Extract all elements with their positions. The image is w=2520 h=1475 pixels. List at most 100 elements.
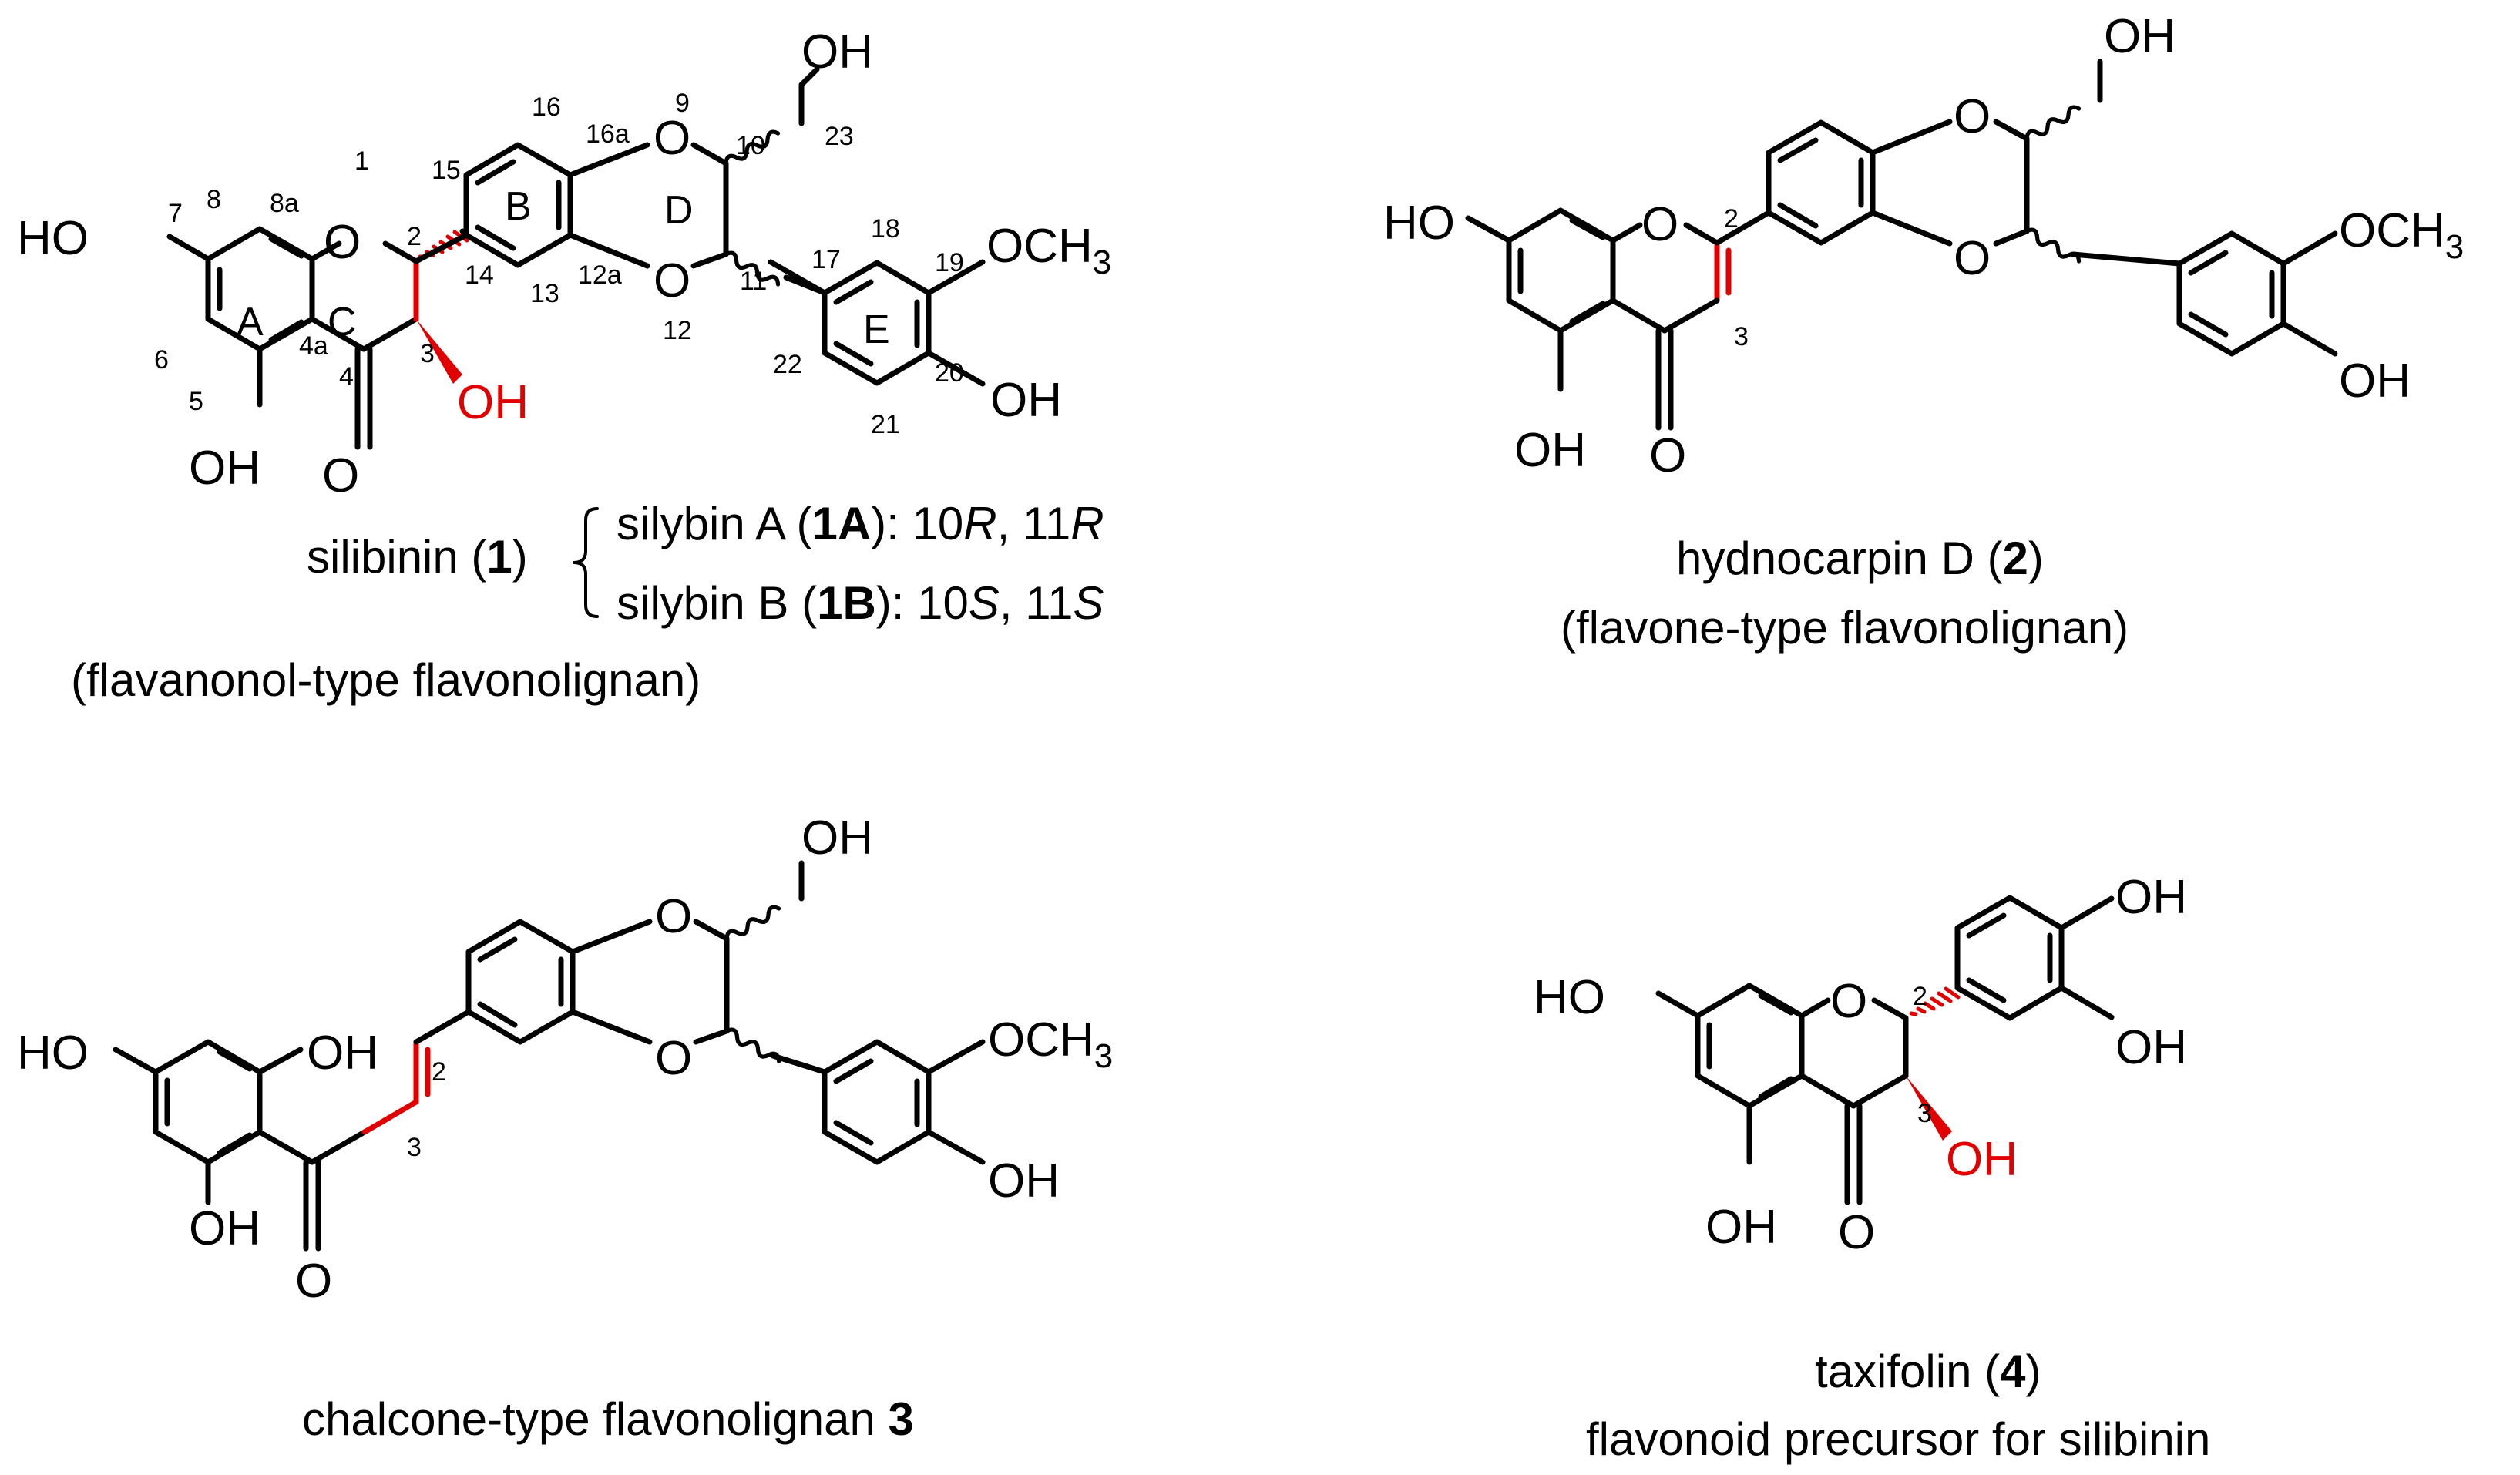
ring-b-bonds xyxy=(1954,895,2115,1021)
ring-e-bonds xyxy=(770,1039,986,1165)
compound-3-name: chalcone-type flavonolignan 3 xyxy=(302,1393,914,1445)
isomer-1b: silybin B (1B): 10S, 11S xyxy=(617,577,1104,629)
ring-label-e: E xyxy=(863,307,890,352)
atom-oh-3: OH xyxy=(457,376,529,429)
atom-och3: OCH3 xyxy=(988,1013,1113,1075)
atom-oh-5: OH xyxy=(1705,1201,1777,1254)
atom-ho-7: HO xyxy=(1383,197,1455,250)
atom-o-a: O xyxy=(1954,90,1991,143)
svg-text:16: 16 xyxy=(532,92,561,122)
atom-o-carbonyl: O xyxy=(295,1255,332,1308)
ring-c-bonds xyxy=(1799,997,1909,1205)
atom-o-b: O xyxy=(1954,232,1991,285)
compound-1-silibinin: HO O O O OH OCH3 OH OH O OH 1 2 3 4 4a 5… xyxy=(17,25,1111,706)
svg-text:17: 17 xyxy=(811,245,841,274)
compound-1-type: (flavanonol-type flavonolignan) xyxy=(71,654,701,706)
ring-label-d: D xyxy=(664,188,694,233)
svg-text:12a: 12a xyxy=(578,260,622,290)
svg-text:3: 3 xyxy=(1734,322,1749,351)
atom-o-4: O xyxy=(1838,1206,1875,1259)
compound-4-taxifolin: HO O OH O OH OH OH 2 3 taxifolin (4) fla… xyxy=(1534,871,2210,1465)
atom-oh-3: OH xyxy=(1946,1133,2018,1186)
atom-numbering: 1 2 3 4 4a 5 6 7 8 8a 9 10 11 12 12a 13 … xyxy=(154,89,964,439)
svg-text:15: 15 xyxy=(432,156,461,185)
ring-a-bonds xyxy=(1465,207,1616,392)
atom-oh: OH xyxy=(988,1154,1060,1208)
svg-text:13: 13 xyxy=(530,279,559,308)
atom-oh-2b: OH xyxy=(189,1202,260,1255)
ring-a-bonds xyxy=(113,1039,315,1205)
svg-text:9: 9 xyxy=(675,89,690,118)
atom-oh-a: OH xyxy=(2115,871,2187,924)
atom-o-4: O xyxy=(322,449,359,502)
svg-text:23: 23 xyxy=(825,122,854,151)
svg-text:6: 6 xyxy=(154,345,169,375)
ring-label-c: C xyxy=(328,300,357,344)
svg-text:10: 10 xyxy=(736,131,765,160)
atom-oh: OH xyxy=(2339,354,2411,408)
svg-text:5: 5 xyxy=(189,387,203,416)
atom-oh-20: OH xyxy=(990,374,1062,427)
compound-4-type: flavonoid precursor for silibinin xyxy=(1586,1413,2210,1465)
ring-d-bonds xyxy=(567,142,729,269)
svg-text:3: 3 xyxy=(1917,1099,1932,1128)
atom-o-4: O xyxy=(1649,429,1686,482)
svg-text:12: 12 xyxy=(663,316,692,345)
atom-oh-b: OH xyxy=(2115,1021,2187,1074)
atom-oh-23: OH xyxy=(2104,10,2176,63)
atom-oh-5: OH xyxy=(189,442,260,495)
ring-label-a: A xyxy=(237,300,264,344)
ring-e-bonds xyxy=(783,259,986,387)
stereo-c3-wedge xyxy=(416,319,462,384)
svg-text:3: 3 xyxy=(407,1133,422,1162)
ring-d-bonds xyxy=(570,860,805,1065)
svg-text:8a: 8a xyxy=(270,189,299,218)
atom-ho-4: HO xyxy=(17,1026,89,1080)
stereo-c3-wedge xyxy=(1906,1076,1952,1141)
atom-och3: OCH3 xyxy=(2339,204,2464,266)
svg-text:22: 22 xyxy=(773,350,802,379)
ring-b-bonds xyxy=(465,919,576,1045)
atom-ho-7: HO xyxy=(17,212,89,265)
ring-c-bonds xyxy=(1610,210,1772,431)
svg-text:4a: 4a xyxy=(299,331,328,361)
svg-text:2: 2 xyxy=(1724,204,1739,234)
svg-text:20: 20 xyxy=(935,358,964,388)
svg-text:14: 14 xyxy=(465,260,494,290)
compound-2-type: (flavone-type flavonolignan) xyxy=(1561,602,2129,654)
svg-text:19: 19 xyxy=(935,248,964,277)
atom-o-b: O xyxy=(655,1032,692,1085)
atom-oh-2a: OH xyxy=(307,1026,378,1080)
atom-ho-7: HO xyxy=(1534,971,1605,1024)
compound-4-name: taxifolin (4) xyxy=(1815,1346,2041,1397)
enone-bonds xyxy=(303,1009,472,1252)
svg-text:21: 21 xyxy=(871,410,900,439)
atom-o-12: O xyxy=(654,254,690,307)
svg-text:2: 2 xyxy=(432,1057,446,1087)
ring-a-bonds xyxy=(1655,983,1805,1165)
compound-2-name: hydnocarpin D (2) xyxy=(1676,533,2044,584)
isomer-1a: silybin A (1A): 10R, 11R xyxy=(617,498,1104,549)
svg-text:3: 3 xyxy=(420,339,435,368)
svg-text:11: 11 xyxy=(740,267,767,296)
atom-o-9: O xyxy=(654,112,690,165)
svg-text:4: 4 xyxy=(339,362,354,391)
ring-e-bonds xyxy=(2070,230,2338,357)
ring-b-bonds xyxy=(1766,119,1876,246)
atom-o-a: O xyxy=(655,890,692,943)
compound-2-hydnocarpin-d: HO O O O OH OCH3 OH OH O 2 3 hydnocarpin… xyxy=(1383,10,2464,654)
svg-text:18: 18 xyxy=(871,214,900,244)
atom-o-1: O xyxy=(1641,198,1678,251)
ring-c-bonds xyxy=(166,234,419,450)
svg-text:7: 7 xyxy=(168,199,183,228)
svg-text:8: 8 xyxy=(207,185,221,214)
atom-oh-23: OH xyxy=(801,811,873,865)
atom-o-1: O xyxy=(324,216,361,269)
svg-text:2: 2 xyxy=(1913,982,1927,1011)
brace xyxy=(573,507,599,618)
atom-oh-23: OH xyxy=(801,25,873,79)
svg-text:16a: 16a xyxy=(586,119,630,149)
atom-och3-19: OCH3 xyxy=(986,220,1111,281)
ring-d-bonds xyxy=(1870,59,2103,265)
